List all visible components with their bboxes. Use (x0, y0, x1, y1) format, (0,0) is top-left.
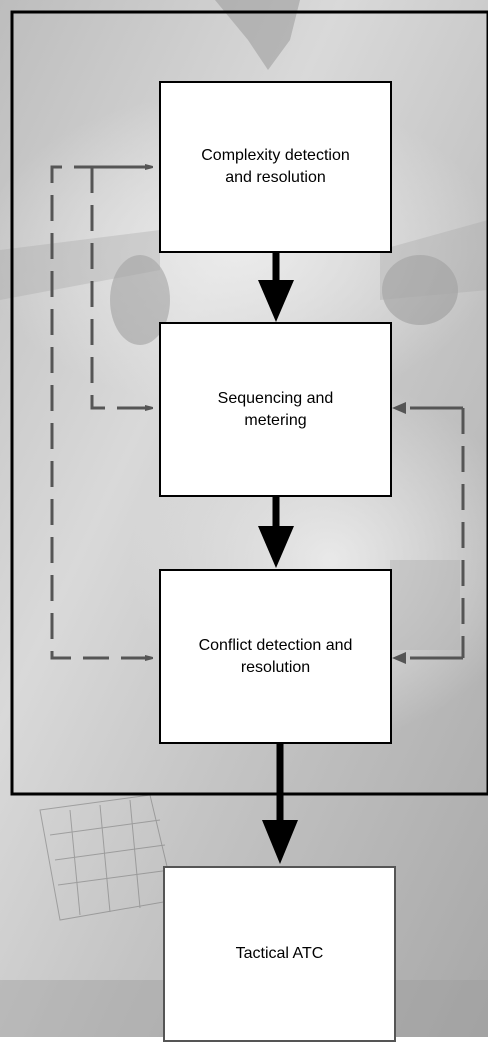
conflict-detection-label: Conflict detection and resolution (198, 636, 353, 676)
complexity-detection-box: Complexity detection and resolution (159, 81, 392, 253)
system-boundary-frame (10, 10, 488, 796)
conflict-detection-box: Conflict detection and resolution (159, 569, 392, 744)
feedback-loop-left-inner (90, 167, 130, 410)
feedback-loop-left-outer (50, 165, 130, 660)
tactical-atc-label: Tactical ATC (235, 945, 324, 962)
flow-arrow-2 (258, 496, 294, 568)
sequencing-metering-label: Sequencing and metering (217, 389, 334, 429)
tactical-atc-box: Tactical ATC (163, 866, 396, 1042)
flow-arrow-1 (258, 252, 294, 322)
sequencing-metering-box: Sequencing and metering (159, 322, 392, 497)
flow-arrow-3 (262, 742, 298, 864)
feedback-arrow-to-conflict-right (392, 652, 406, 664)
feedback-arrow-to-sequencing-right (392, 402, 406, 414)
complexity-detection-label: Complexity detection and resolution (201, 147, 350, 186)
